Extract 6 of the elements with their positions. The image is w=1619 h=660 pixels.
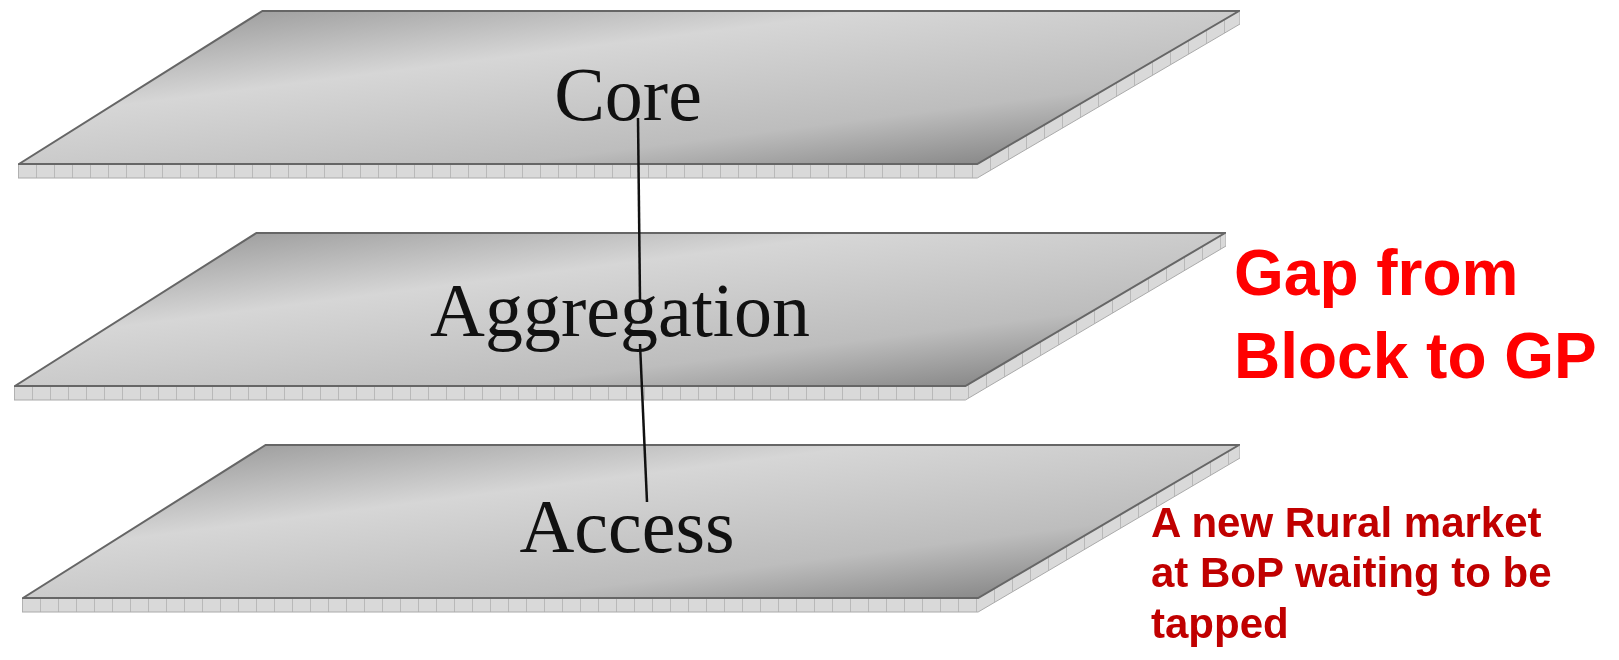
note-text: A new Rural market at BoP waiting to be tapped [1151,498,1553,649]
connector-line [636,118,642,300]
layer-label: Access [519,488,735,564]
connector-line [638,343,649,503]
layer-label: Core [554,56,702,132]
note-text: Gap from Block to GP [1234,236,1598,395]
